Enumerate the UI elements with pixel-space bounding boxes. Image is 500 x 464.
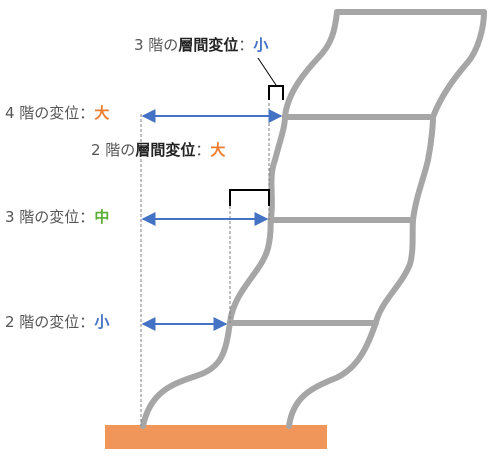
floor3-drift-bracket <box>268 85 284 100</box>
floor2-drift-bracket <box>229 189 270 206</box>
floor2-displacement-prefix: 2 階の変位： <box>5 313 95 331</box>
floor4-displacement-label: 4 階の変位：大 <box>5 104 109 122</box>
floor2-drift-label: 2 階の層間変位：大 <box>91 141 225 159</box>
floor3-drift-value: 小 <box>253 36 269 54</box>
displacement-arrows <box>141 109 283 331</box>
floor2-drift-prefix: 2 階の <box>91 141 136 159</box>
floor4-displacement-value: 大 <box>94 104 110 122</box>
floor2-drift-sep: ： <box>195 141 211 159</box>
floor2-drift-value: 大 <box>210 141 226 159</box>
drift-brackets <box>229 85 284 206</box>
floor3-displacement-value: 中 <box>94 208 110 226</box>
building-frame <box>140 9 487 429</box>
floor3-displacement-prefix: 3 階の変位： <box>5 208 95 226</box>
floor3-drift-prefix: 3 階の <box>134 36 179 54</box>
floor3-drift-label: 3 階の層間変位：小 <box>134 36 268 54</box>
ground-base <box>105 425 327 449</box>
floor2-drift-term: 層間変位 <box>135 141 196 159</box>
floor3-drift-leader <box>257 57 277 86</box>
floor2-displacement-label: 2 階の変位：小 <box>5 313 109 331</box>
floor3-displacement-label: 3 階の変位：中 <box>5 208 109 226</box>
floor2-displacement-value: 小 <box>94 313 110 331</box>
floor3-drift-sep: ： <box>238 36 254 54</box>
floor3-drift-term: 層間変位 <box>178 36 239 54</box>
floor4-displacement-prefix: 4 階の変位： <box>5 104 95 122</box>
